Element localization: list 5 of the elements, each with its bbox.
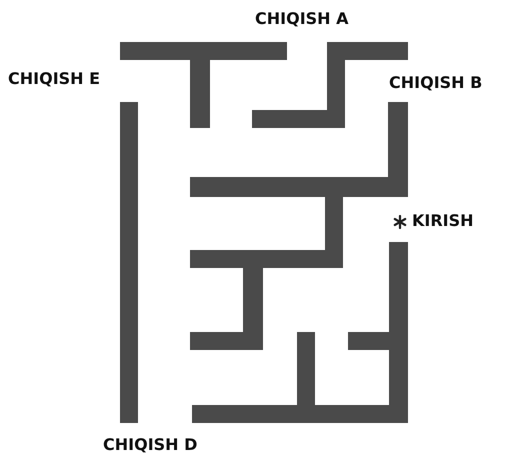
maze-label: CHIQISH E xyxy=(8,70,100,88)
maze-label: CHIQISH A xyxy=(255,10,349,28)
maze-label: CHIQISH D xyxy=(103,436,198,454)
maze-label: KIRISH xyxy=(412,212,474,230)
maze-label: CHIQISH B xyxy=(389,74,482,92)
